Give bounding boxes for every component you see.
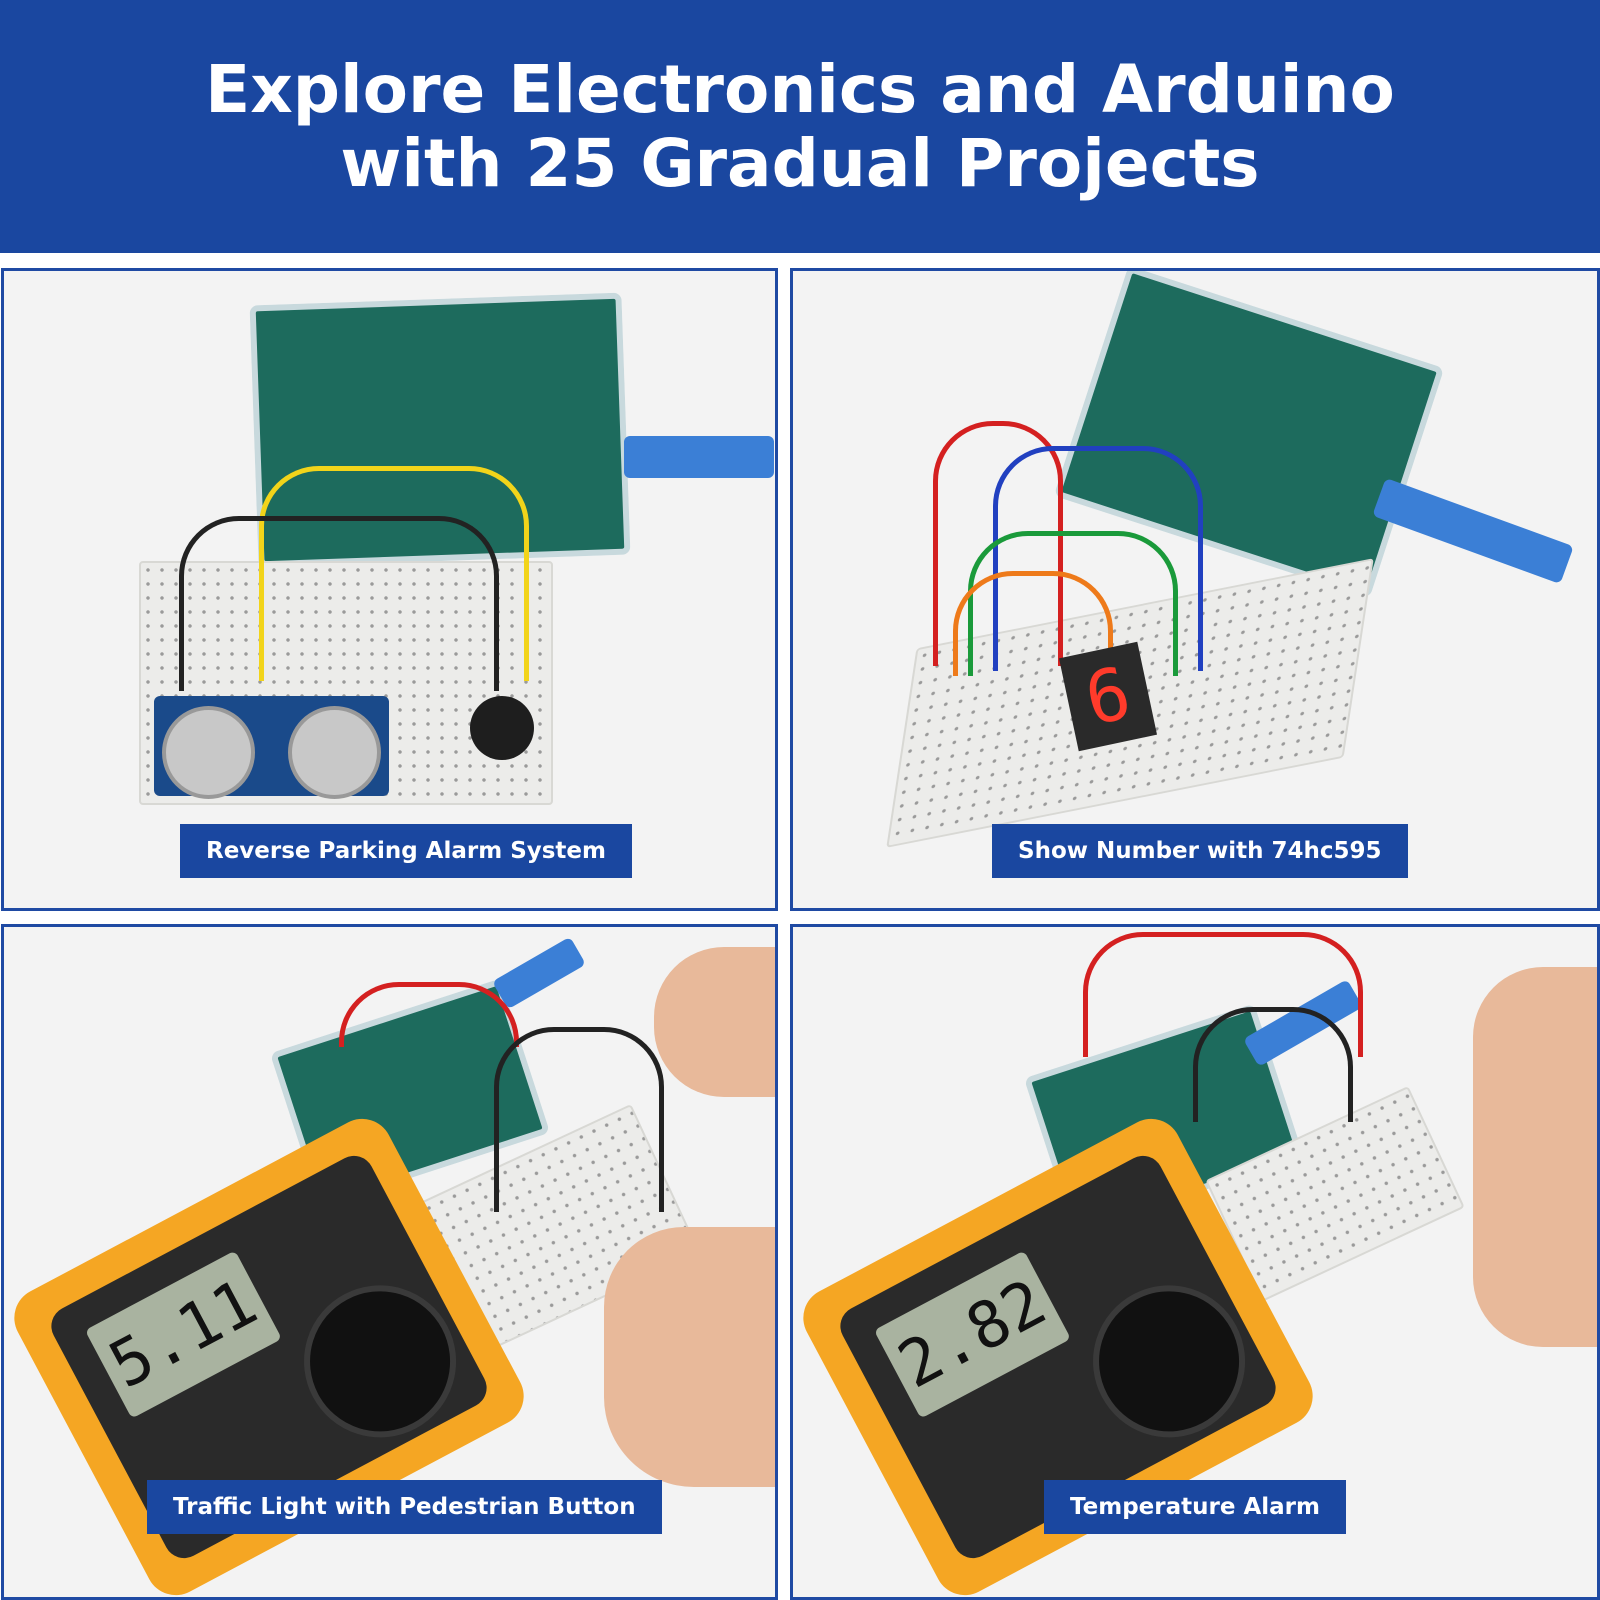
usb-cable-image: [624, 436, 774, 478]
hand-image: [604, 1227, 775, 1487]
project-panel-74hc595: 6 Show Number with 74hc595: [790, 268, 1600, 911]
red-wire: [339, 982, 519, 1047]
ultrasonic-sensor-image: [154, 696, 389, 799]
project-label: Traffic Light with Pedestrian Button: [147, 1480, 662, 1534]
buzzer-image: [470, 696, 534, 760]
project-panel-traffic-light: 5.11 Traffic Light with Pedestrian Butto…: [1, 924, 778, 1600]
multimeter-display: 2.82: [873, 1250, 1071, 1419]
hand-image: [654, 947, 775, 1097]
black-wire: [494, 1027, 664, 1212]
usb-cable-image: [1372, 478, 1574, 584]
project-label: Show Number with 74hc595: [992, 824, 1408, 878]
project-panel-parking-alarm: Reverse Parking Alarm System: [1, 268, 778, 911]
orange-wire: [953, 571, 1113, 676]
banner-title-line1: Explore Electronics and Arduino: [205, 50, 1395, 128]
black-wire: [1193, 1007, 1353, 1122]
black-wire: [179, 516, 499, 691]
usb-cable-image: [492, 936, 586, 1010]
hand-image: [1473, 967, 1597, 1347]
multimeter-display: 5.11: [84, 1250, 282, 1419]
project-label: Reverse Parking Alarm System: [180, 824, 632, 878]
red-wire: [1083, 932, 1363, 1057]
red-wire: [933, 421, 1063, 666]
project-label: Temperature Alarm: [1044, 1480, 1346, 1534]
banner-title-line2: with 25 Gradual Projects: [340, 124, 1260, 202]
project-panel-temperature-alarm: 2.82 Temperature Alarm: [790, 924, 1600, 1600]
header-banner: Explore Electronics and Arduino with 25 …: [0, 0, 1600, 253]
yellow-wire: [259, 466, 529, 681]
